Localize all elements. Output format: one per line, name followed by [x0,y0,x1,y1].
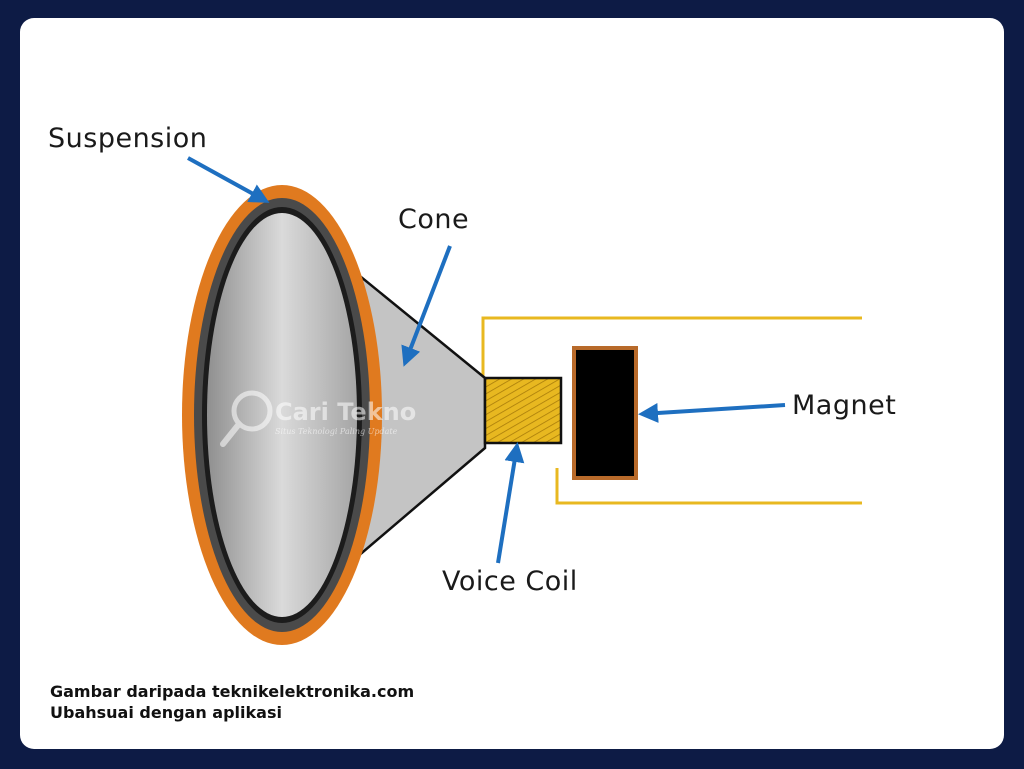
caption: Gambar daripada teknikelektronika.com Ub… [50,681,414,723]
cone-arrow [401,245,452,367]
loudspeaker-diagram: Cari Tekno Situs Teknologi Paling Update… [48,123,896,645]
magnet-arrow [638,403,786,423]
cone-label: Cone [398,204,469,235]
voice-coil [483,376,563,445]
magnet-label: Magnet [792,390,896,421]
watermark: Cari Tekno Situs Teknologi Paling Update [220,390,416,447]
speaker-front [182,185,382,645]
magnet-housing [481,316,862,505]
caption-line-2: Ubahsuai dengan aplikasi [50,703,282,722]
voice-coil-label: Voice Coil [442,566,578,597]
suspension-label: Suspension [48,123,207,154]
watermark-brand: Cari Tekno [275,398,416,426]
caption-line-1: Gambar daripada teknikelektronika.com [50,682,415,701]
magnifier-logo-icon [220,390,273,447]
voice-coil-arrow [496,442,525,564]
cone-dish [207,213,357,617]
diagram-panel: Cari Tekno Situs Teknologi Paling Update… [20,18,1004,749]
suspension-arrow [187,156,270,203]
magnet-block [572,346,638,480]
watermark-tagline: Situs Teknologi Paling Update [275,427,398,436]
